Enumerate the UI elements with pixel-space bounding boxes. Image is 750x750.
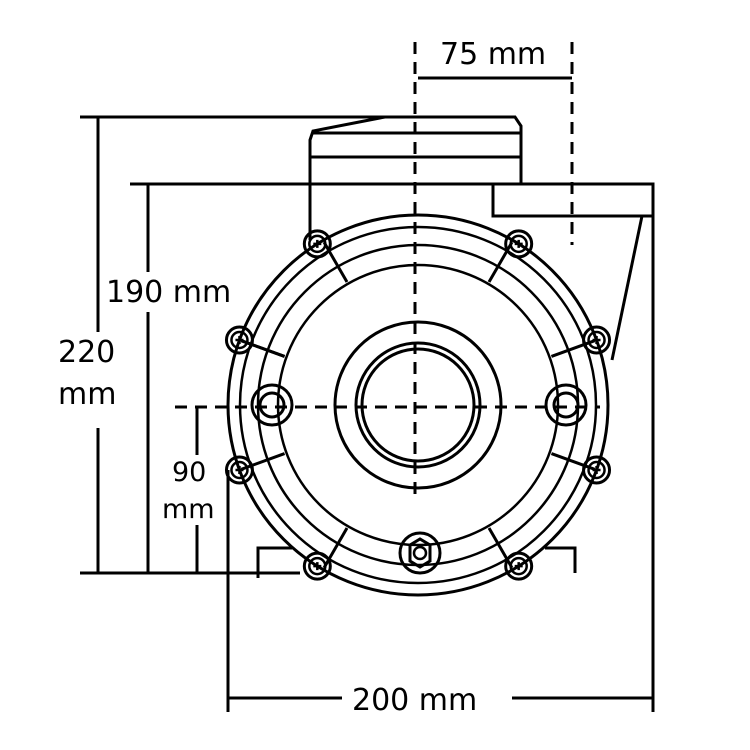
screw-cross: [313, 562, 322, 571]
label-200mm: 200 mm: [352, 683, 477, 718]
volute-ring: [256, 243, 580, 567]
screw-boss: [224, 455, 254, 485]
screw-boss: [224, 325, 254, 355]
rib: [550, 339, 596, 358]
screw-icon: [230, 330, 249, 350]
dimension-labels: 75 mm 190 mm 220 mm 90 mm 200 mm: [58, 37, 546, 718]
screw-boss: [302, 551, 332, 581]
screw-cross: [235, 465, 244, 474]
screw-cross: [592, 465, 601, 474]
mount-hole-boss: [250, 383, 294, 427]
screw-icon: [308, 556, 327, 576]
rib: [550, 452, 596, 471]
dimension-lines: [80, 42, 655, 712]
inlet-ring: [333, 320, 503, 490]
screw-icon: [587, 330, 606, 350]
screw-cross: [592, 336, 601, 345]
label-220-unit: mm: [58, 377, 116, 412]
screw-boss: [582, 455, 612, 485]
screw-boss: [504, 551, 534, 581]
rib: [240, 452, 286, 471]
mount-hole: [258, 391, 286, 419]
mount-hole: [552, 391, 580, 419]
pump-volute: [224, 213, 612, 597]
screw-boss: [582, 325, 612, 355]
mount-hole-boss: [544, 383, 588, 427]
screw-cross: [514, 562, 523, 571]
volute-outer-ring: [226, 213, 610, 597]
screw-cross: [313, 239, 322, 248]
rib: [240, 339, 286, 358]
screw-icon: [308, 234, 327, 254]
drain-plug-boss: [398, 531, 442, 575]
screw-icon: [587, 460, 606, 480]
screw-boss: [504, 229, 534, 259]
inlet-pipe-inner: [360, 347, 476, 463]
label-75mm: 75 mm: [440, 37, 546, 72]
volute-ring: [238, 225, 598, 585]
drain-plug-hex-icon: [408, 537, 432, 569]
screw-icon: [509, 556, 528, 576]
volute-ring: [276, 263, 560, 547]
screw-icon: [509, 234, 528, 254]
label-190mm: 190 mm: [106, 275, 231, 310]
label-220: 220: [58, 335, 115, 370]
inlet-pipe: [354, 341, 482, 469]
screw-icon: [230, 460, 249, 480]
screw-cross: [514, 239, 523, 248]
drain-plug-center: [412, 545, 428, 561]
screw-cross: [235, 336, 244, 345]
label-90: 90: [172, 457, 206, 488]
screw-boss: [302, 229, 332, 259]
label-90-unit: mm: [162, 494, 215, 525]
